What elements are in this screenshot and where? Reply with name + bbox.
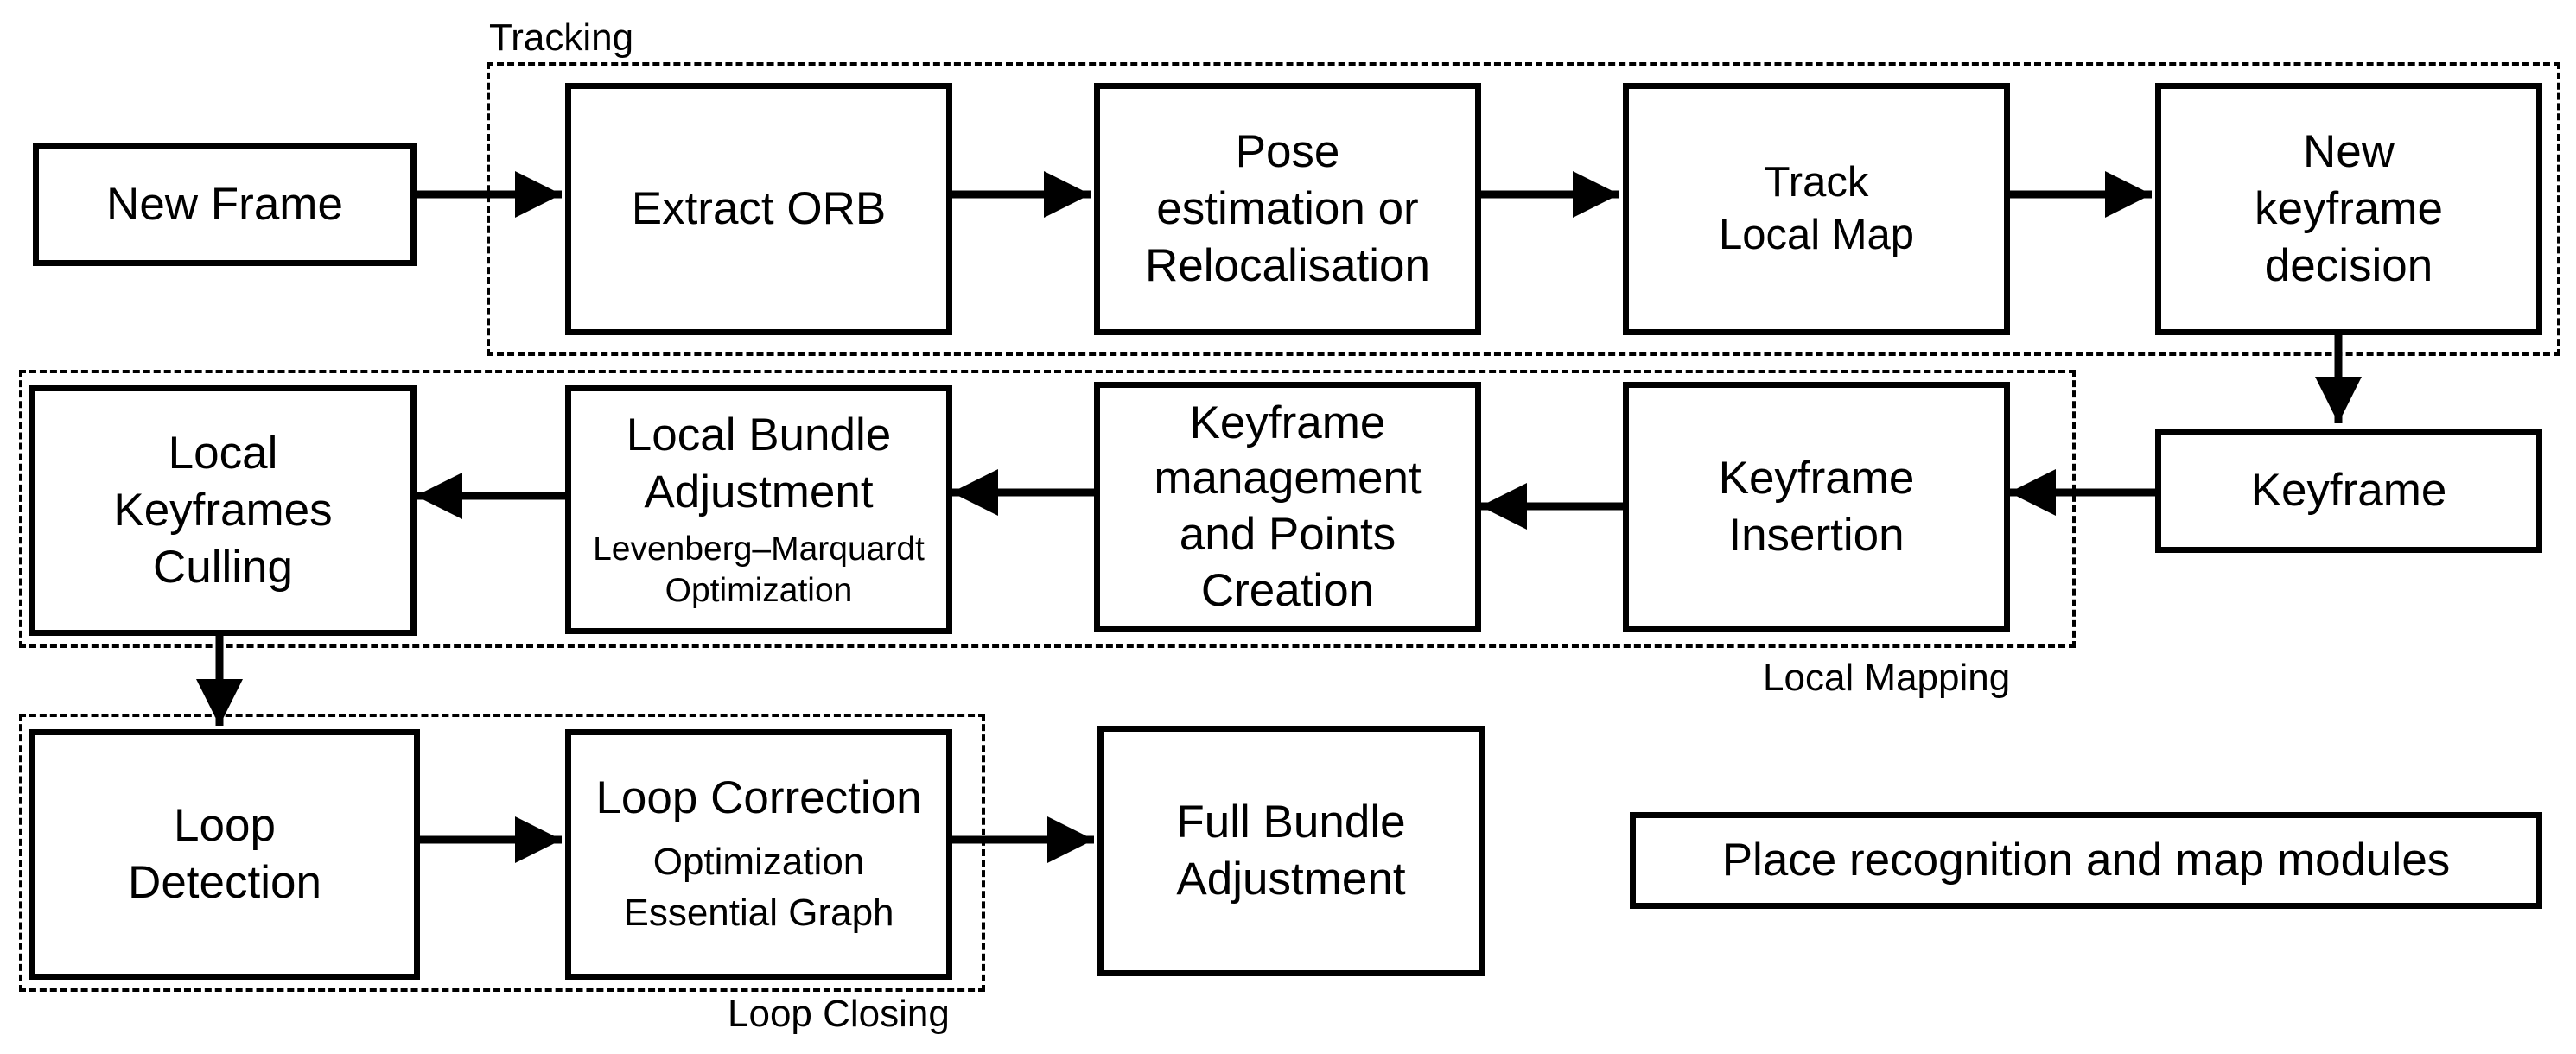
- node-loop-correction: Loop Correction Optimization Essential G…: [565, 729, 952, 980]
- legend-box: Place recognition and map modules: [1630, 812, 2542, 909]
- node-loop-correction-label: Loop Correction: [595, 772, 922, 824]
- node-extract-orb: Extract ORB: [565, 83, 952, 335]
- node-local-bundle-adjustment: Local Bundle Adjustment Levenberg–Marqua…: [565, 385, 952, 634]
- group-label-loop-closing: Loop Closing: [728, 993, 950, 1035]
- group-loop-closing: [19, 714, 985, 992]
- node-new-frame-label: New Frame: [106, 178, 343, 230]
- node-loop-detection: Loop Detection: [29, 729, 420, 980]
- node-extract-orb-label: Extract ORB: [631, 182, 887, 234]
- node-local-bundle-adjustment-label: Local Bundle Adjustment: [626, 410, 892, 518]
- node-keyframe: Keyframe: [2155, 429, 2542, 553]
- group-tracking: [487, 62, 2560, 356]
- group-label-local-mapping: Local Mapping: [1763, 657, 2011, 699]
- node-new-keyframe-decision: New keyframe decision: [2155, 83, 2542, 335]
- node-pose-estimation-label: Pose estimation or Relocalisation: [1145, 125, 1430, 292]
- node-keyframe-insertion: Keyframe Insertion: [1623, 382, 2010, 632]
- group-local-mapping: [19, 370, 2076, 648]
- node-loop-detection-label: Loop Detection: [128, 799, 321, 908]
- node-new-frame: New Frame: [33, 143, 417, 266]
- node-track-local-map-label: Track Local Map: [1718, 158, 1915, 258]
- node-loop-correction-sublabel: Optimization Essential Graph: [623, 840, 894, 935]
- node-pose-estimation: Pose estimation or Relocalisation: [1094, 83, 1481, 335]
- node-local-bundle-adjustment-sublabel: Levenberg–Marquardt Optimization: [593, 530, 925, 610]
- node-keyframe-label: Keyframe: [2250, 464, 2447, 516]
- legend-label: Place recognition and map modules: [1721, 834, 2451, 886]
- node-local-keyframes-culling: Local Keyframes Culling: [29, 385, 417, 636]
- node-full-bundle-adjustment: Full Bundle Adjustment: [1097, 726, 1485, 976]
- node-keyframe-insertion-label: Keyframe Insertion: [1718, 452, 1915, 561]
- group-label-tracking: Tracking: [489, 16, 634, 59]
- node-track-local-map: Track Local Map: [1623, 83, 2010, 335]
- node-new-keyframe-decision-label: New keyframe decision: [2255, 125, 2443, 292]
- node-full-bundle-adjustment-label: Full Bundle Adjustment: [1176, 796, 1406, 905]
- node-local-keyframes-culling-label: Local Keyframes Culling: [113, 427, 333, 594]
- node-keyframe-management-label: Keyframe management and Points Creation: [1154, 397, 1422, 616]
- node-keyframe-management: Keyframe management and Points Creation: [1094, 382, 1481, 632]
